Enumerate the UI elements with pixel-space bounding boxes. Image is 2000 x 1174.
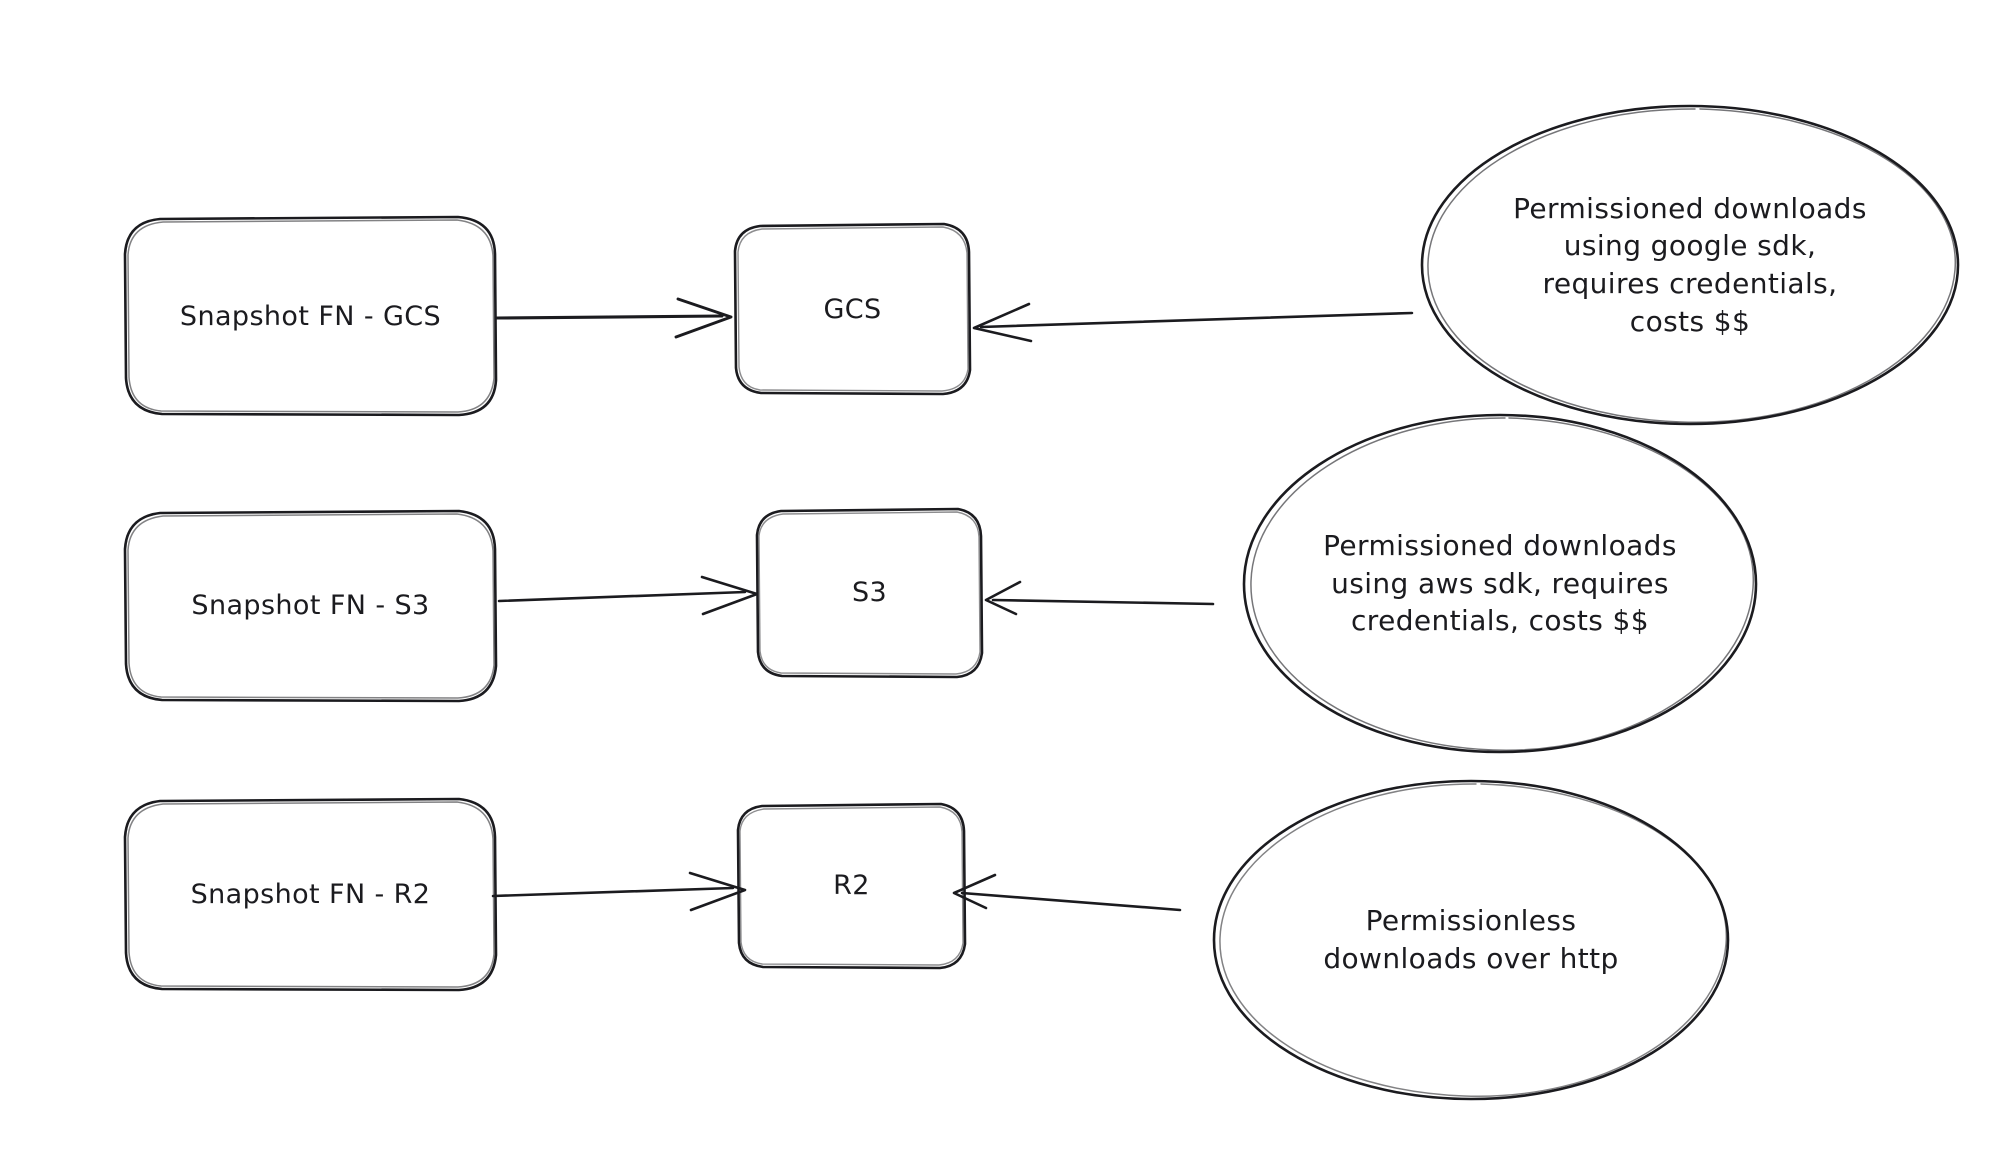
node-snapshot-fn-gcs-shape[interactable] <box>123 215 498 417</box>
node-gcs[interactable] <box>735 224 970 394</box>
node-s3[interactable] <box>757 509 982 677</box>
edge-snapshot-r2-to-r2 <box>491 871 747 912</box>
node-snapshot-fn-r2[interactable] <box>125 799 496 990</box>
node-r2-shape[interactable] <box>736 802 967 970</box>
node-s3-shape[interactable] <box>755 507 984 679</box>
edge-note-s3-to-s3 <box>984 580 1215 616</box>
edge-note-gcs-to-gcs <box>972 302 1414 343</box>
note-gcs-shape[interactable] <box>1420 104 1960 426</box>
note-gcs[interactable] <box>1422 106 1958 424</box>
node-r2[interactable] <box>738 804 965 968</box>
node-snapshot-fn-r2-shape[interactable] <box>123 797 498 992</box>
note-s3-shape[interactable] <box>1242 413 1758 754</box>
node-snapshot-fn-s3[interactable] <box>125 511 496 701</box>
node-snapshot-fn-s3-shape[interactable] <box>123 509 498 703</box>
node-gcs-shape[interactable] <box>733 222 972 396</box>
note-r2[interactable] <box>1214 781 1728 1099</box>
node-snapshot-fn-gcs[interactable] <box>125 217 496 415</box>
edge-snapshot-gcs-to-gcs <box>495 297 733 339</box>
note-s3[interactable] <box>1244 415 1756 752</box>
note-r2-shape[interactable] <box>1212 779 1730 1101</box>
edge-note-r2-to-r2 <box>952 873 1182 912</box>
edge-snapshot-s3-to-s3 <box>497 575 759 616</box>
